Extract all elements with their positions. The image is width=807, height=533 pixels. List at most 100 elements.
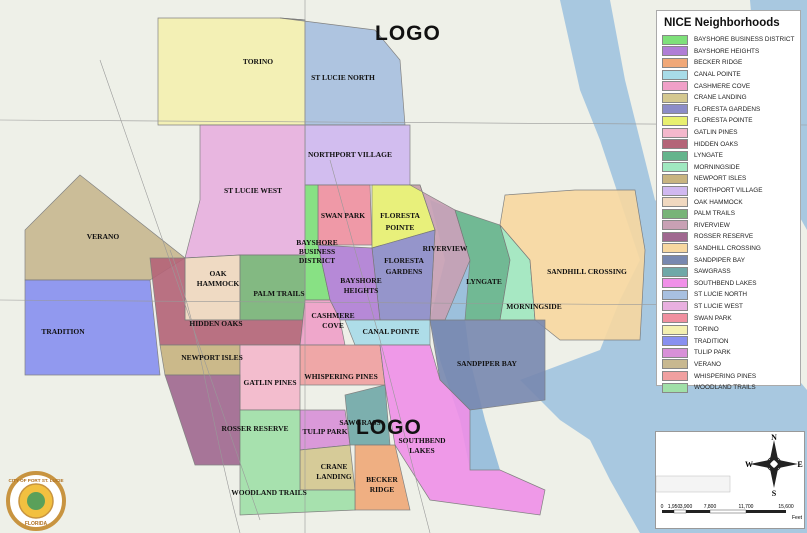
logo-top: LOGO <box>375 22 441 45</box>
legend-swatch <box>662 92 688 103</box>
label-whispering-pines: WHISPERING PINES <box>304 372 378 381</box>
logo-middle: LOGO <box>356 416 422 439</box>
label-floresta-pointe-1: FLORESTA <box>380 211 420 220</box>
label-swan-park: SWAN PARK <box>321 211 365 220</box>
compass-s: S <box>772 489 777 498</box>
label-bayshore-bd-3: DISTRICT <box>299 256 335 265</box>
legend-item: OAK HAMMOCK <box>662 196 795 208</box>
legend-item: NORTHPORT VILLAGE <box>662 185 795 197</box>
legend-label: LYNGATE <box>694 152 723 160</box>
area-sandhill-crossing <box>499 189 646 341</box>
area-torino <box>157 17 306 126</box>
legend-label: FLORESTA GARDENS <box>694 105 761 113</box>
legend-swatch <box>662 347 688 358</box>
legend-label: PALM TRAILS <box>694 210 735 218</box>
legend-swatch <box>662 46 688 57</box>
label-southbend-1: SOUTHBEND <box>398 436 446 445</box>
legend-item: ST LUCIE NORTH <box>662 289 795 301</box>
area-tradition <box>24 279 161 376</box>
seal-top-text: CITY OF PORT ST. LUCIE <box>8 478 63 483</box>
label-morningside: MORNINGSIDE <box>506 302 561 311</box>
legend-swatch <box>662 313 688 324</box>
legend-label: CANAL POINTE <box>694 71 741 79</box>
legend-swatch <box>662 127 688 138</box>
compass-w: W <box>745 460 753 469</box>
legend-swatch <box>662 34 688 45</box>
compass-n: N <box>771 433 777 442</box>
label-floresta-pointe-2: POINTE <box>386 223 415 232</box>
legend-item: ROSSER RESERVE <box>662 231 795 243</box>
legend-item: ST LUCIE WEST <box>662 301 795 313</box>
legend-item: TORINO <box>662 324 795 336</box>
area-woodland-trails <box>239 409 356 516</box>
legend-label: MORNINGSIDE <box>694 163 740 171</box>
legend-item: CANAL POINTE <box>662 69 795 81</box>
legend-label: ST LUCIE NORTH <box>694 291 748 299</box>
legend-label: SANDHILL CROSSING <box>694 244 761 252</box>
label-hidden-oaks: HIDDEN OAKS <box>189 319 242 328</box>
legend-swatch <box>662 139 688 150</box>
label-woodland-trails: WOODLAND TRAILS <box>231 488 307 497</box>
legend-swatch <box>662 173 688 184</box>
legend-label: NORTHPORT VILLAGE <box>694 187 763 195</box>
legend-item: BAYSHORE BUSINESS DISTRICT <box>662 34 795 46</box>
label-cashmere-cove-1: CASHMERE <box>311 311 354 320</box>
label-sawgrass: SAWGRASS <box>339 418 380 427</box>
label-canal-pointe: CANAL POINTE <box>363 327 420 336</box>
scale-tick-label: 3,900 <box>680 504 693 510</box>
legend-item: TULIP PARK <box>662 347 795 359</box>
legend-label: SOUTHBEND LAKES <box>694 279 757 287</box>
legend-item: PALM TRAILS <box>662 208 795 220</box>
area-cashmere-cove <box>299 299 346 346</box>
legend-label: BAYSHORE BUSINESS DISTRICT <box>694 36 795 44</box>
label-floresta-gardens-1: FLORESTA <box>384 256 424 265</box>
label-southbend-2: LAKES <box>409 446 434 455</box>
area-palm-trails <box>239 254 306 321</box>
label-bayshore-heights-2: HEIGHTS <box>344 286 379 295</box>
scale-tick-label: 15,600 <box>778 504 794 510</box>
legend-label: TULIP PARK <box>694 349 731 357</box>
legend-item: HIDDEN OAKS <box>662 138 795 150</box>
legend-item: GATLIN PINES <box>662 127 795 139</box>
label-rosser-reserve: ROSSER RESERVE <box>221 424 288 433</box>
label-crane-1: CRANE <box>321 462 348 471</box>
legend-item: SOUTHBEND LAKES <box>662 277 795 289</box>
label-northport-village: NORTHPORT VILLAGE <box>308 150 392 159</box>
label-sandpiper-bay: SANDPIPER BAY <box>457 359 518 368</box>
legend-panel: NICE Neighborhoods BAYSHORE BUSINESS DIS… <box>656 10 801 393</box>
legend-swatch <box>662 57 688 68</box>
legend-swatch <box>662 115 688 126</box>
label-becker-2: RIDGE <box>370 485 395 494</box>
scale-unit: Feet <box>792 515 803 521</box>
label-becker-1: BECKER <box>366 475 398 484</box>
seal-bottom-text: FLORIDA <box>25 521 48 527</box>
legend-label: GATLIN PINES <box>694 129 738 137</box>
legend-label: WHISPERING PINES <box>694 372 757 380</box>
label-torino: TORINO <box>243 57 273 66</box>
legend-item: SAWGRASS <box>662 266 795 278</box>
label-tulip-park: TULIP PARK <box>302 427 347 436</box>
scale-bar <box>662 509 786 514</box>
legend-swatch <box>662 336 688 347</box>
legend-label: CASHMERE COVE <box>694 82 751 90</box>
legend-swatch <box>662 185 688 196</box>
label-tradition: TRADITION <box>41 327 85 336</box>
label-st-lucie-north: ST LUCIE NORTH <box>311 73 375 82</box>
legend-item: SANDHILL CROSSING <box>662 243 795 255</box>
legend-item: MORNINGSIDE <box>662 162 795 174</box>
legend-swatch <box>662 231 688 242</box>
legend-swatch <box>662 371 688 382</box>
legend-item: RIVERVIEW <box>662 220 795 232</box>
legend-item: WOODLAND TRAILS <box>662 382 795 394</box>
legend-label: OAK HAMMOCK <box>694 198 743 206</box>
legend-item: NEWPORT ISLES <box>662 173 795 185</box>
legend-swatch <box>662 69 688 80</box>
area-southbend-lakes <box>379 344 546 516</box>
legend-item: CASHMERE COVE <box>662 80 795 92</box>
legend-swatch <box>662 104 688 115</box>
legend-item: FLORESTA GARDENS <box>662 104 795 116</box>
legend-swatch <box>662 324 688 335</box>
legend-swatch <box>662 243 688 254</box>
